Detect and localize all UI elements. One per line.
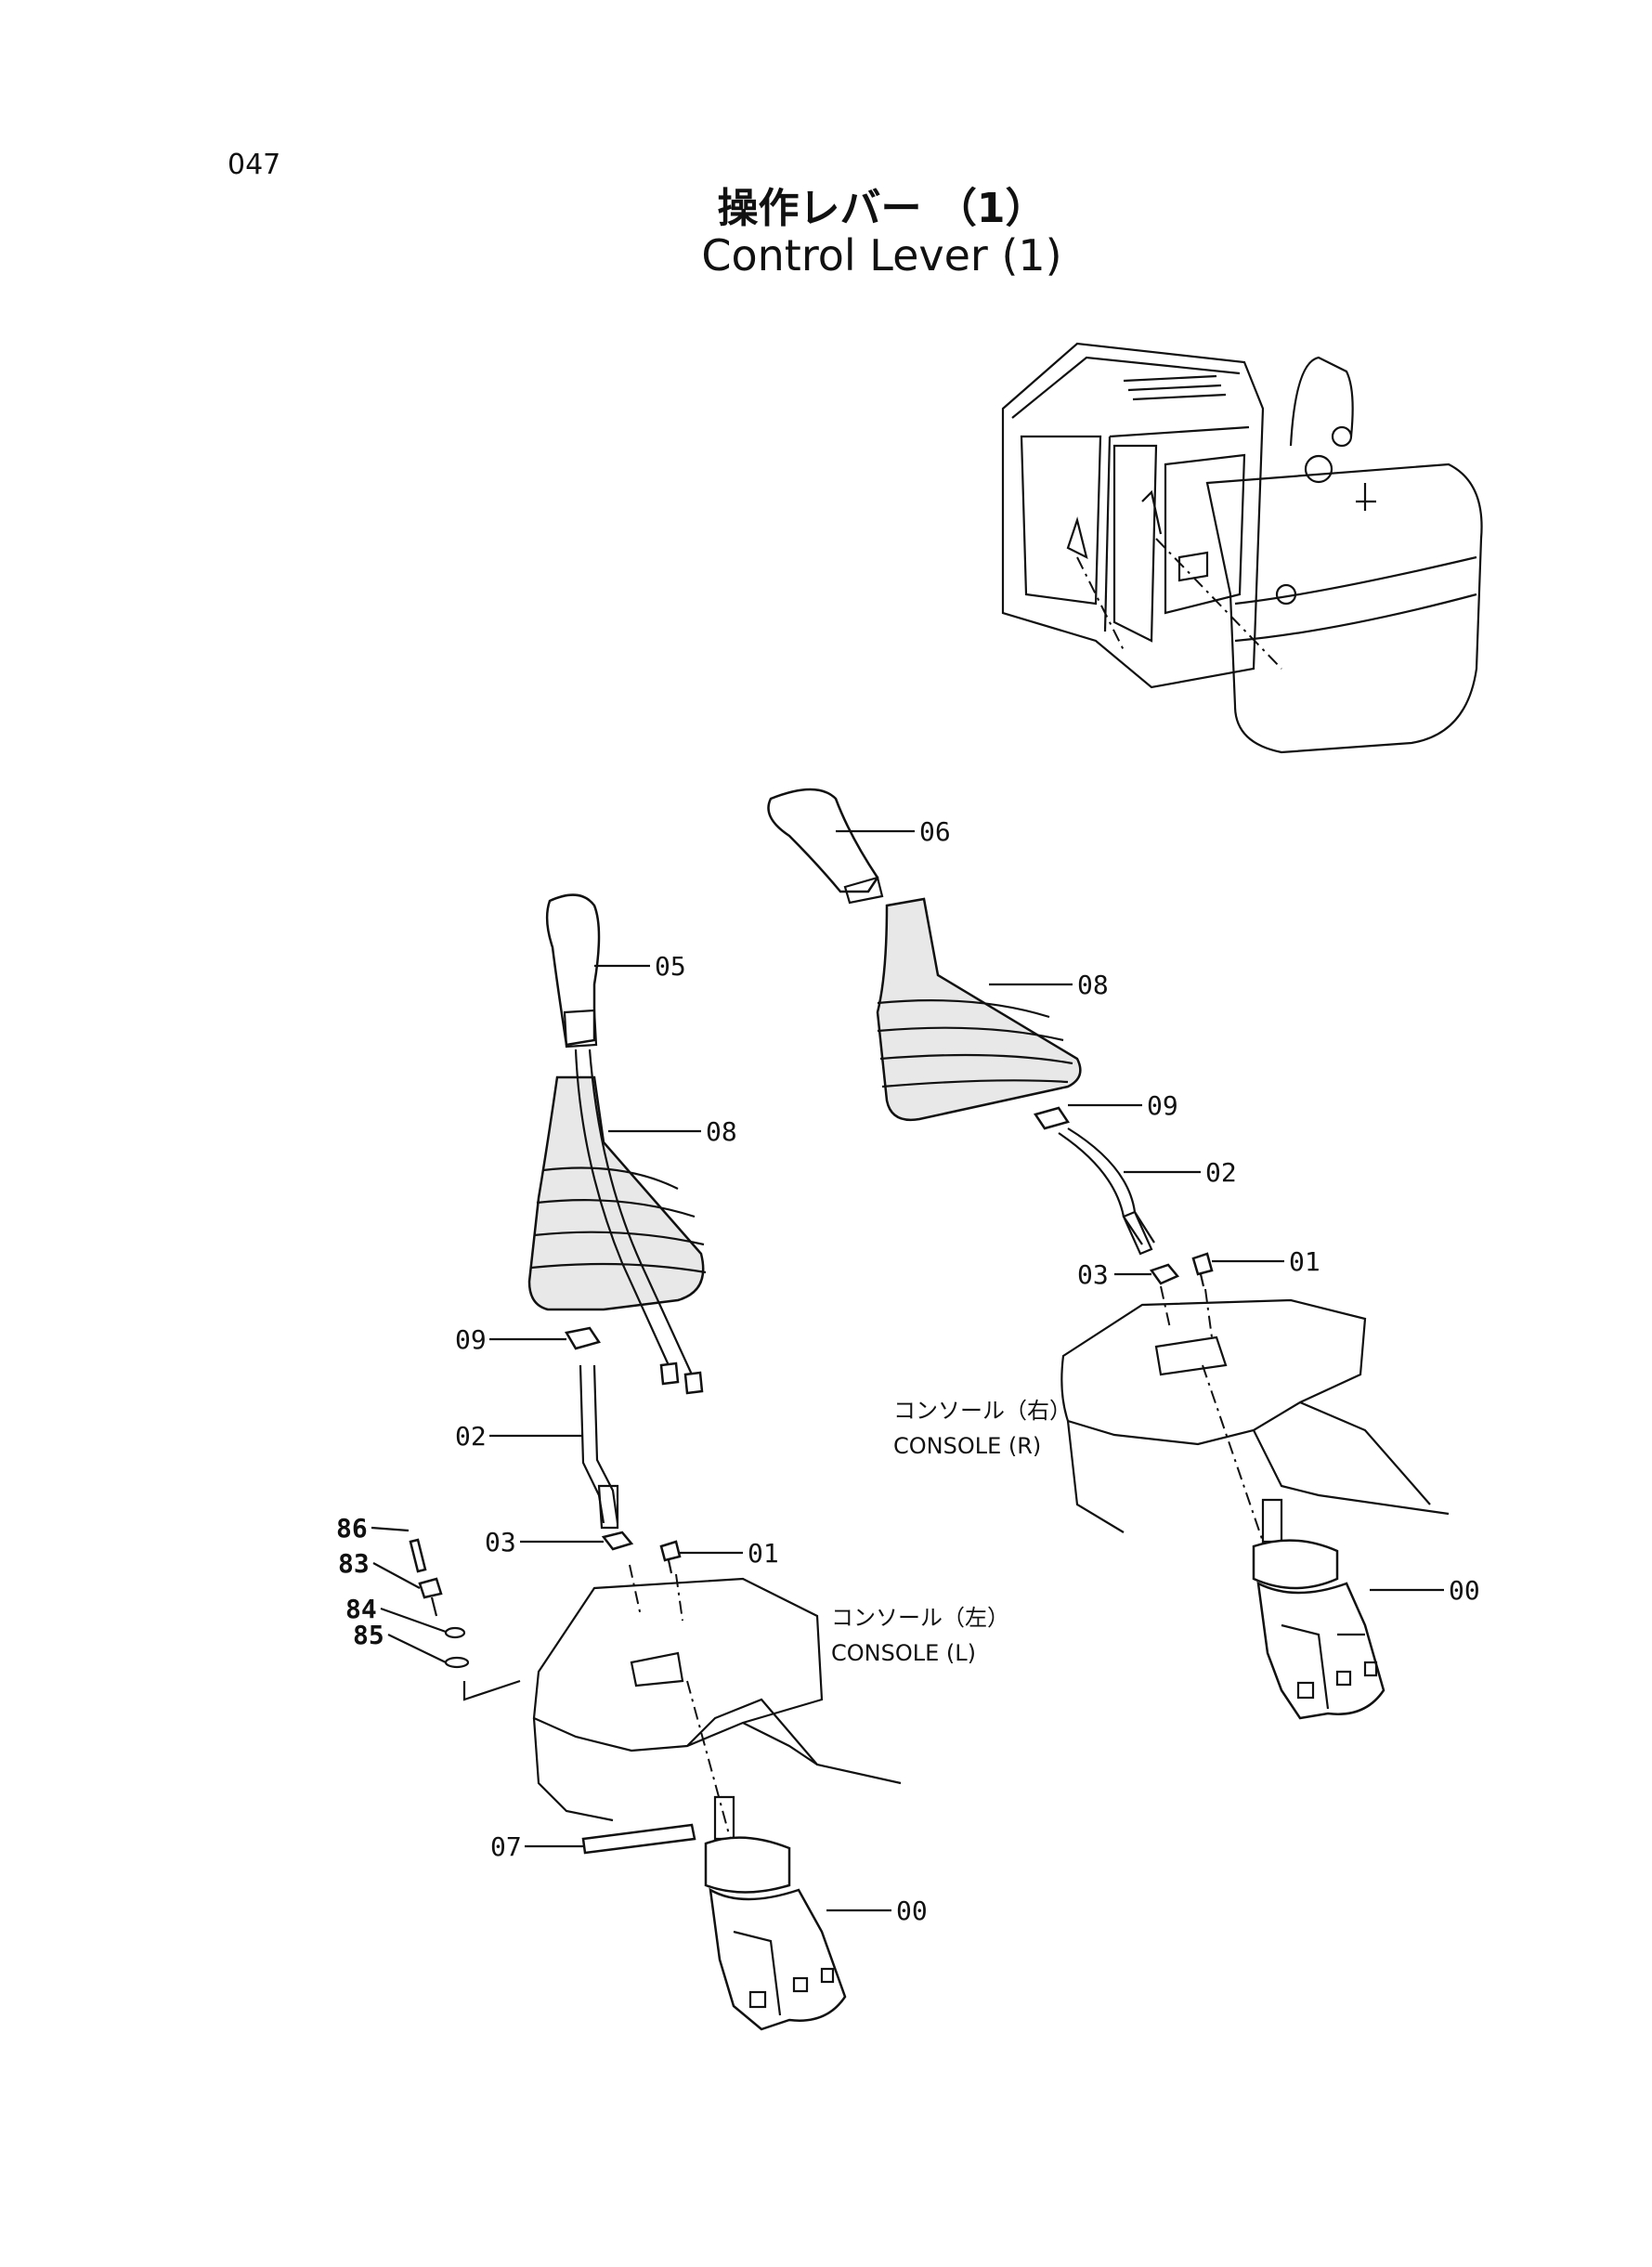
callout-09-right: 09 [1147,1090,1178,1121]
band-07 [581,1823,696,1855]
callout-01-left: 01 [748,1538,779,1569]
console-left-label-en: CONSOLE (L) [831,1640,976,1666]
leader-lines [371,829,1444,1912]
console-right-label-en: CONSOLE (R) [893,1433,1041,1459]
boot-08-left [527,1075,705,1311]
page-number: 047 [228,149,281,181]
excavator-overview-illustration [1001,342,1483,754]
callout-02-left: 02 [455,1421,487,1452]
callout-05-left: 05 [655,951,686,982]
grip-05-left [545,893,601,1047]
console-left-outline [532,1577,824,1752]
callout-86: 86 [336,1513,368,1544]
callout-83: 83 [338,1548,370,1579]
spring-85 [444,1656,470,1669]
pilot-valve-00-right [1252,1498,1385,1720]
rod-02-right [1058,1127,1155,1245]
callout-02-right: 02 [1205,1157,1237,1188]
bolt-83 [418,1577,443,1599]
callout-08-left: 08 [706,1116,737,1147]
callout-84: 84 [345,1594,377,1624]
nut-09-right [1034,1106,1070,1130]
boot-08-right [876,897,1082,1122]
title-japanese: 操作レバー （1） [717,185,1047,232]
grip-06-right [767,788,879,893]
console-right-outline [1060,1298,1367,1446]
bolt-01-right [1191,1252,1214,1276]
callout-01-right: 01 [1289,1246,1320,1277]
nut-03-right [1149,1263,1180,1285]
callout-08-right: 08 [1077,970,1109,1000]
console-left-label-ja: コンソール（左） [831,1605,1009,1631]
pin-86 [409,1538,427,1573]
callout-07-left: 07 [490,1831,522,1862]
console-right-label-ja: コンソール（右） [893,1398,1072,1424]
callout-06-right: 06 [919,816,951,847]
callout-00-left: 00 [896,1896,928,1926]
callout-85: 85 [353,1620,384,1650]
callout-09-left: 09 [455,1324,487,1355]
washer-84 [444,1626,466,1639]
callout-03-left: 03 [485,1527,516,1557]
nut-03-left [601,1531,634,1551]
left-lever-assembly [409,893,902,2031]
title-english: Control Lever (1) [701,230,1062,280]
callout-03-right: 03 [1077,1259,1109,1290]
callout-00-right: 00 [1449,1575,1480,1606]
right-lever-assembly [767,788,1450,1720]
bolt-01-left [659,1540,682,1562]
nut-09-left [565,1326,601,1350]
pilot-valve-00-left [704,1795,847,2031]
